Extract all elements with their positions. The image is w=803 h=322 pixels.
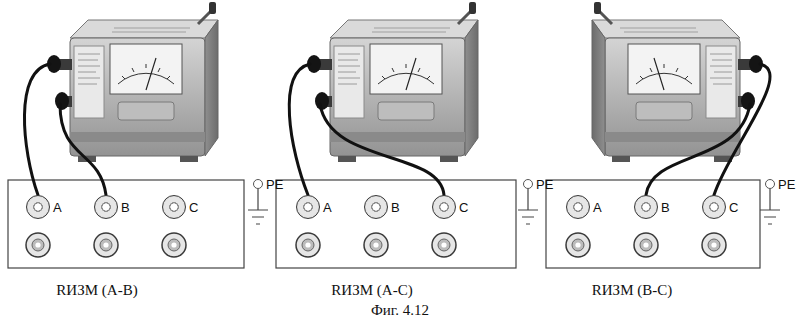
terminal-label: PE [778, 178, 795, 191]
terminal-stud: A [566, 195, 590, 219]
terminal-stud: A [296, 195, 320, 219]
terminal-label: A [593, 201, 602, 214]
terminal-label: PE [266, 178, 283, 191]
terminal-label: C [459, 201, 468, 214]
terminal-label: A [53, 201, 62, 214]
ground-terminal: PE [765, 179, 775, 189]
terminal-label: C [189, 201, 198, 214]
terminal-label: C [729, 201, 738, 214]
terminal-stud: B [634, 195, 658, 219]
terminal-stud: A [26, 195, 50, 219]
terminal-stud: B [94, 195, 118, 219]
terminal-stud: C [702, 195, 726, 219]
ground-terminal: PE [523, 179, 533, 189]
terminal-stud: B [364, 195, 388, 219]
figure-caption: Фиг. 4.12 [371, 302, 429, 319]
terminal-label: B [121, 201, 130, 214]
measurement-label: RИЗМ (B-C) [592, 282, 672, 299]
terminal-stud: C [432, 195, 456, 219]
terminal-label: B [661, 201, 670, 214]
terminal-label: PE [536, 178, 553, 191]
measurement-label: RИЗМ (A-C) [331, 282, 412, 299]
terminal-label: A [323, 201, 332, 214]
measurement-label: RИЗМ (A-B) [56, 282, 137, 299]
terminal-label: B [391, 201, 400, 214]
ground-terminal: PE [253, 179, 263, 189]
terminal-stud: C [162, 195, 186, 219]
